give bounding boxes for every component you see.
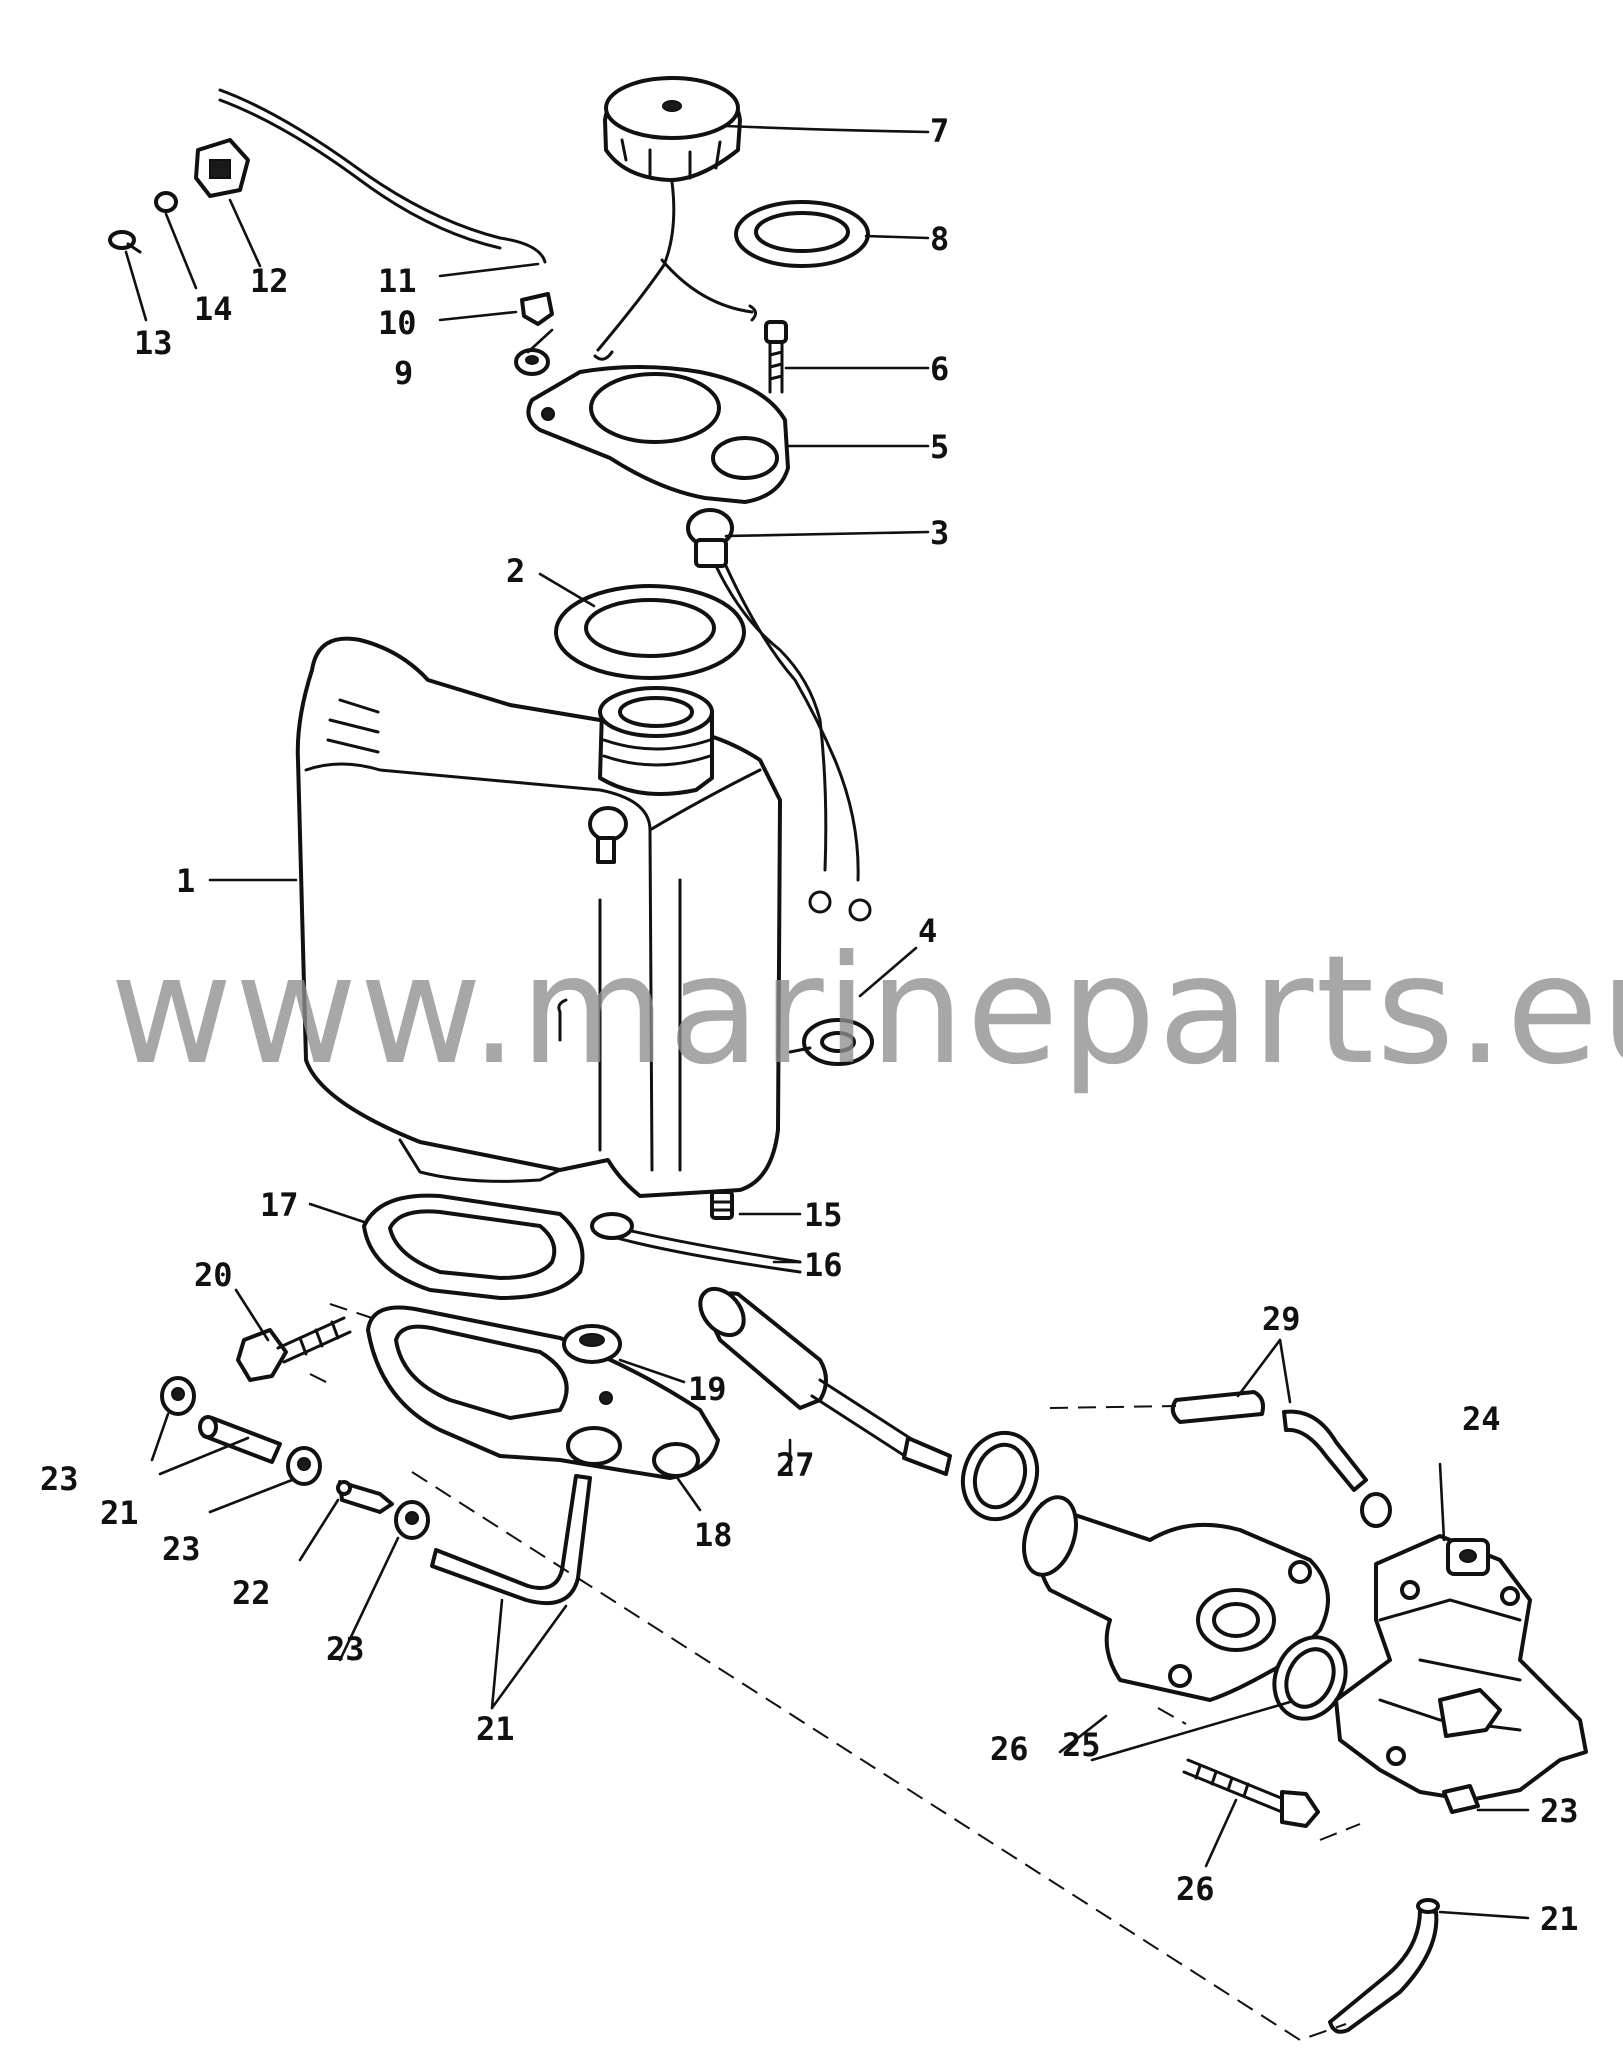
- callout-12: 12: [250, 262, 289, 300]
- callout-15: 15: [804, 1196, 843, 1234]
- hose-21-short: [198, 1415, 282, 1464]
- hose-29-b: [1282, 1409, 1368, 1492]
- callout-6: 6: [930, 350, 949, 388]
- oil-pump-24: [1334, 1534, 1588, 1802]
- callout-2: 2: [506, 552, 525, 590]
- nut-23-a: [160, 1376, 196, 1416]
- cap-tether: [593, 180, 757, 361]
- callout-26-a: 26: [990, 1730, 1029, 1768]
- callout-23-b: 23: [162, 1530, 201, 1568]
- filler-bracket: [526, 365, 790, 504]
- callout-20: 20: [194, 1256, 233, 1294]
- assembly-line-screw26: [1157, 1707, 1361, 1841]
- callout-25: 25: [1062, 1726, 1101, 1764]
- callout-21-b: 21: [476, 1710, 515, 1748]
- screw-15: [710, 1190, 734, 1220]
- washer-14: [154, 191, 178, 213]
- screw-6: [764, 320, 788, 394]
- fitting-small: [1360, 1492, 1392, 1528]
- filter-27: [698, 1286, 952, 1476]
- callout-7: 7: [930, 112, 949, 150]
- bolt-20: [236, 1316, 352, 1382]
- callout-23-a: 23: [40, 1460, 79, 1498]
- callout-11: 11: [378, 262, 417, 300]
- callout-21-a: 21: [100, 1494, 139, 1532]
- base-bracket-18: [366, 1305, 720, 1480]
- screw-26: [1182, 1758, 1320, 1828]
- callout-3: 3: [930, 514, 949, 552]
- cap-gasket: [734, 200, 870, 268]
- clamp-12: [194, 138, 250, 198]
- watermark-text: www.marineparts.eu: [110, 924, 1623, 1098]
- screw-13: [108, 230, 142, 254]
- callout-23-c: 23: [326, 1630, 365, 1668]
- leader-lines: [124, 124, 1530, 1920]
- callout-10: 10: [378, 304, 417, 342]
- callout-8: 8: [930, 220, 949, 258]
- callout-19: 19: [688, 1370, 727, 1408]
- hose-21-bent: [430, 1474, 592, 1606]
- strap-16: [590, 1212, 802, 1274]
- level-sensor: [686, 508, 872, 922]
- callout-27: 27: [776, 1446, 815, 1484]
- clip-10: [520, 292, 554, 326]
- rod-11: [218, 88, 547, 264]
- callout-14: 14: [194, 290, 233, 328]
- tank-pad-17: [362, 1193, 585, 1300]
- callout-22: 22: [232, 1574, 271, 1612]
- callout-17: 17: [260, 1186, 299, 1224]
- tank-neck-seal: [554, 584, 746, 680]
- assembly-line-bolt20: [309, 1303, 373, 1385]
- callout-1: 1: [176, 862, 195, 900]
- o-ring-25: [1272, 1635, 1348, 1721]
- o-ring-left: [960, 1430, 1040, 1522]
- hose-21-long: [1328, 1898, 1440, 2034]
- nut-9: [514, 348, 550, 376]
- callout-29: 29: [1262, 1300, 1301, 1338]
- nut-23-b: [286, 1446, 322, 1486]
- callout-23-d: 23: [1540, 1792, 1579, 1830]
- callout-18: 18: [694, 1516, 733, 1554]
- nut-23-c: [394, 1500, 430, 1540]
- callout-26-b: 26: [1176, 1870, 1215, 1908]
- hose-29-a: [1170, 1390, 1265, 1424]
- callout-13: 13: [134, 324, 173, 362]
- assembly-line-main: [411, 1471, 1347, 2042]
- grommet-19: [562, 1324, 622, 1364]
- assembly-line-hose29: [1049, 1405, 1177, 1409]
- pump-housing: [1022, 1495, 1330, 1702]
- oil-tank: [295, 636, 782, 1198]
- filler-cap: [603, 76, 742, 182]
- callout-9: 9: [394, 354, 413, 392]
- grommet-4: [788, 1018, 874, 1066]
- callout-5: 5: [930, 428, 949, 466]
- fitting-22: [336, 1480, 394, 1514]
- nut-23-d: [1442, 1784, 1480, 1814]
- callout-labels: 7 8 6 5 3 2 1 4 9 10 11 12 14 13 15 16 1…: [40, 112, 1579, 1938]
- callout-4: 4: [918, 912, 937, 950]
- callout-16: 16: [804, 1246, 843, 1284]
- callout-21-c: 21: [1540, 1900, 1579, 1938]
- callout-24: 24: [1462, 1400, 1501, 1438]
